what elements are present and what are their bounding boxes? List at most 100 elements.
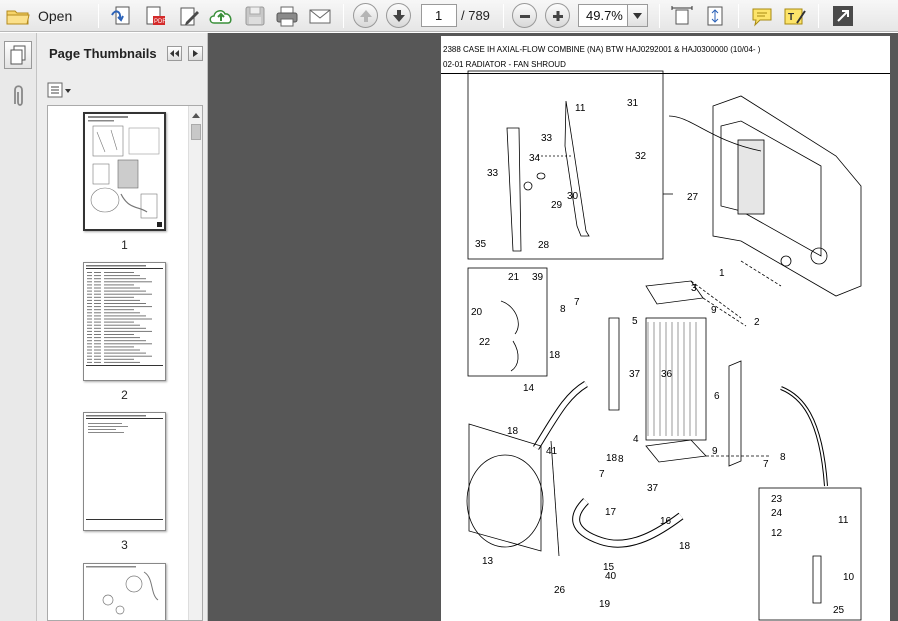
thumbnail-page-1[interactable]	[83, 112, 166, 231]
part-callout-label: 34	[529, 153, 541, 164]
thumbnail-options-button[interactable]	[47, 81, 73, 99]
part-callout-label: 5	[632, 316, 638, 327]
expand-icon	[833, 5, 853, 26]
part-callout-label: 17	[605, 507, 617, 518]
zoom-out-button[interactable]	[512, 3, 537, 28]
plus-icon	[552, 10, 563, 21]
part-callout-label: 22	[479, 337, 491, 348]
part-callout-label: 33	[541, 133, 553, 144]
save-disk-icon	[245, 6, 265, 25]
part-callout-label: 28	[538, 240, 550, 251]
part-callout-label: 23	[771, 494, 783, 505]
panel-title: Page Thumbnails	[49, 46, 157, 61]
minus-icon	[519, 14, 530, 18]
part-callout-label: 7	[763, 459, 769, 470]
thumbnail-label-1: 1	[121, 238, 128, 252]
collapse-panel-button[interactable]	[167, 46, 182, 61]
part-callout-label: 8	[560, 304, 566, 315]
comment-button[interactable]	[748, 3, 776, 28]
pages-icon	[10, 45, 26, 65]
zoom-level-input[interactable]: 49.7%	[578, 4, 628, 27]
radiator-core-27	[737, 139, 765, 215]
part-5-bracket	[608, 317, 620, 411]
part-callout-label: 9	[712, 446, 718, 457]
email-button[interactable]	[306, 3, 334, 28]
thumbnail-list[interactable]: 1 2 3	[47, 105, 203, 621]
thumbnail-page-4[interactable]	[83, 563, 166, 620]
page-number-input[interactable]: 1	[421, 4, 457, 27]
export-pdf-button[interactable]: PDF	[141, 3, 169, 28]
fit-page-icon	[707, 6, 723, 25]
page-4-preview	[86, 566, 159, 615]
toolbar-separator	[503, 4, 504, 28]
page-thumbnails-tab[interactable]	[4, 41, 32, 69]
part-callout-label: 19	[599, 599, 611, 610]
part-callout-label: 37	[647, 483, 659, 494]
fit-page-button[interactable]	[701, 3, 729, 28]
toolbar-separator	[343, 4, 344, 28]
envelope-icon	[309, 9, 331, 23]
part-callout-label: 20	[471, 307, 483, 318]
detail-box-strap	[758, 487, 862, 621]
save-button[interactable]	[241, 3, 269, 28]
fit-width-icon	[671, 5, 693, 24]
attachments-tab[interactable]	[6, 83, 30, 109]
part-callout-label: 6	[714, 391, 720, 402]
highlight-text-button[interactable]: T	[781, 3, 809, 28]
zoom-in-button[interactable]	[545, 3, 570, 28]
create-pdf-button[interactable]	[108, 3, 136, 28]
page-header-section: 02-01 RADIATOR - FAN SHROUD	[443, 60, 566, 69]
part-36-radiator	[645, 317, 707, 441]
part-callout-label: 24	[771, 508, 783, 519]
thumbnail-page-2[interactable]	[83, 262, 166, 381]
fit-width-button[interactable]	[668, 3, 696, 28]
toolbar-separator	[818, 4, 819, 28]
part-callout-label: 32	[635, 151, 647, 162]
part-callout-label: 18	[507, 426, 519, 437]
full-screen-button[interactable]	[829, 3, 857, 28]
edit-pencil-icon	[180, 7, 199, 25]
toolbar: Open PDF 1 / 789	[0, 0, 898, 32]
part-callout-label: 13	[482, 556, 494, 567]
navigation-rail	[0, 33, 37, 621]
arrow-up-icon	[359, 9, 372, 22]
edit-pdf-button[interactable]	[175, 3, 203, 28]
next-page-button[interactable]	[386, 3, 411, 28]
paperclip-icon	[14, 85, 23, 106]
scroll-thumb[interactable]	[191, 124, 201, 140]
thumbnail-page-3[interactable]	[83, 412, 166, 531]
svg-text:T: T	[788, 12, 794, 23]
previous-page-button[interactable]	[353, 3, 378, 28]
speech-bubble-icon	[752, 8, 772, 27]
thumbnail-label-2: 2	[121, 388, 128, 402]
open-button[interactable]: Open	[6, 3, 82, 28]
part-callout-label: 15	[603, 562, 615, 573]
thumbnails-panel: Page Thumbnails	[37, 33, 210, 621]
part-callout-label: 14	[523, 383, 535, 394]
thumbnail-label-3: 3	[121, 538, 128, 552]
part-callout-label: 4	[633, 434, 639, 445]
fan-ring	[466, 454, 544, 548]
print-button[interactable]	[273, 3, 301, 28]
upload-cloud-button[interactable]	[208, 3, 236, 28]
page-3-preview	[86, 415, 163, 520]
document-view[interactable]: 2388 CASE IH AXIAL-FLOW COMBINE (NA) BTW…	[208, 33, 898, 621]
part-callout-label: 7	[574, 297, 580, 308]
highlighter-icon: T	[784, 8, 806, 24]
detail-box-hoses	[467, 267, 548, 377]
thumbnail-scrollbar[interactable]	[188, 106, 202, 620]
expand-panel-button[interactable]	[188, 46, 203, 61]
part-callout-label: 30	[567, 191, 579, 202]
part-callout-label: 39	[532, 272, 544, 283]
part-callout-label: 11	[575, 103, 586, 114]
page-2-preview	[86, 265, 163, 366]
part-callout-label: 18	[679, 541, 691, 552]
part-callout-label: 40	[605, 571, 617, 582]
part-callout-label: 16	[660, 516, 672, 527]
chevron-right-icon	[193, 50, 198, 57]
part-callout-label: 3	[691, 283, 697, 294]
zoom-dropdown-button[interactable]	[627, 4, 648, 27]
